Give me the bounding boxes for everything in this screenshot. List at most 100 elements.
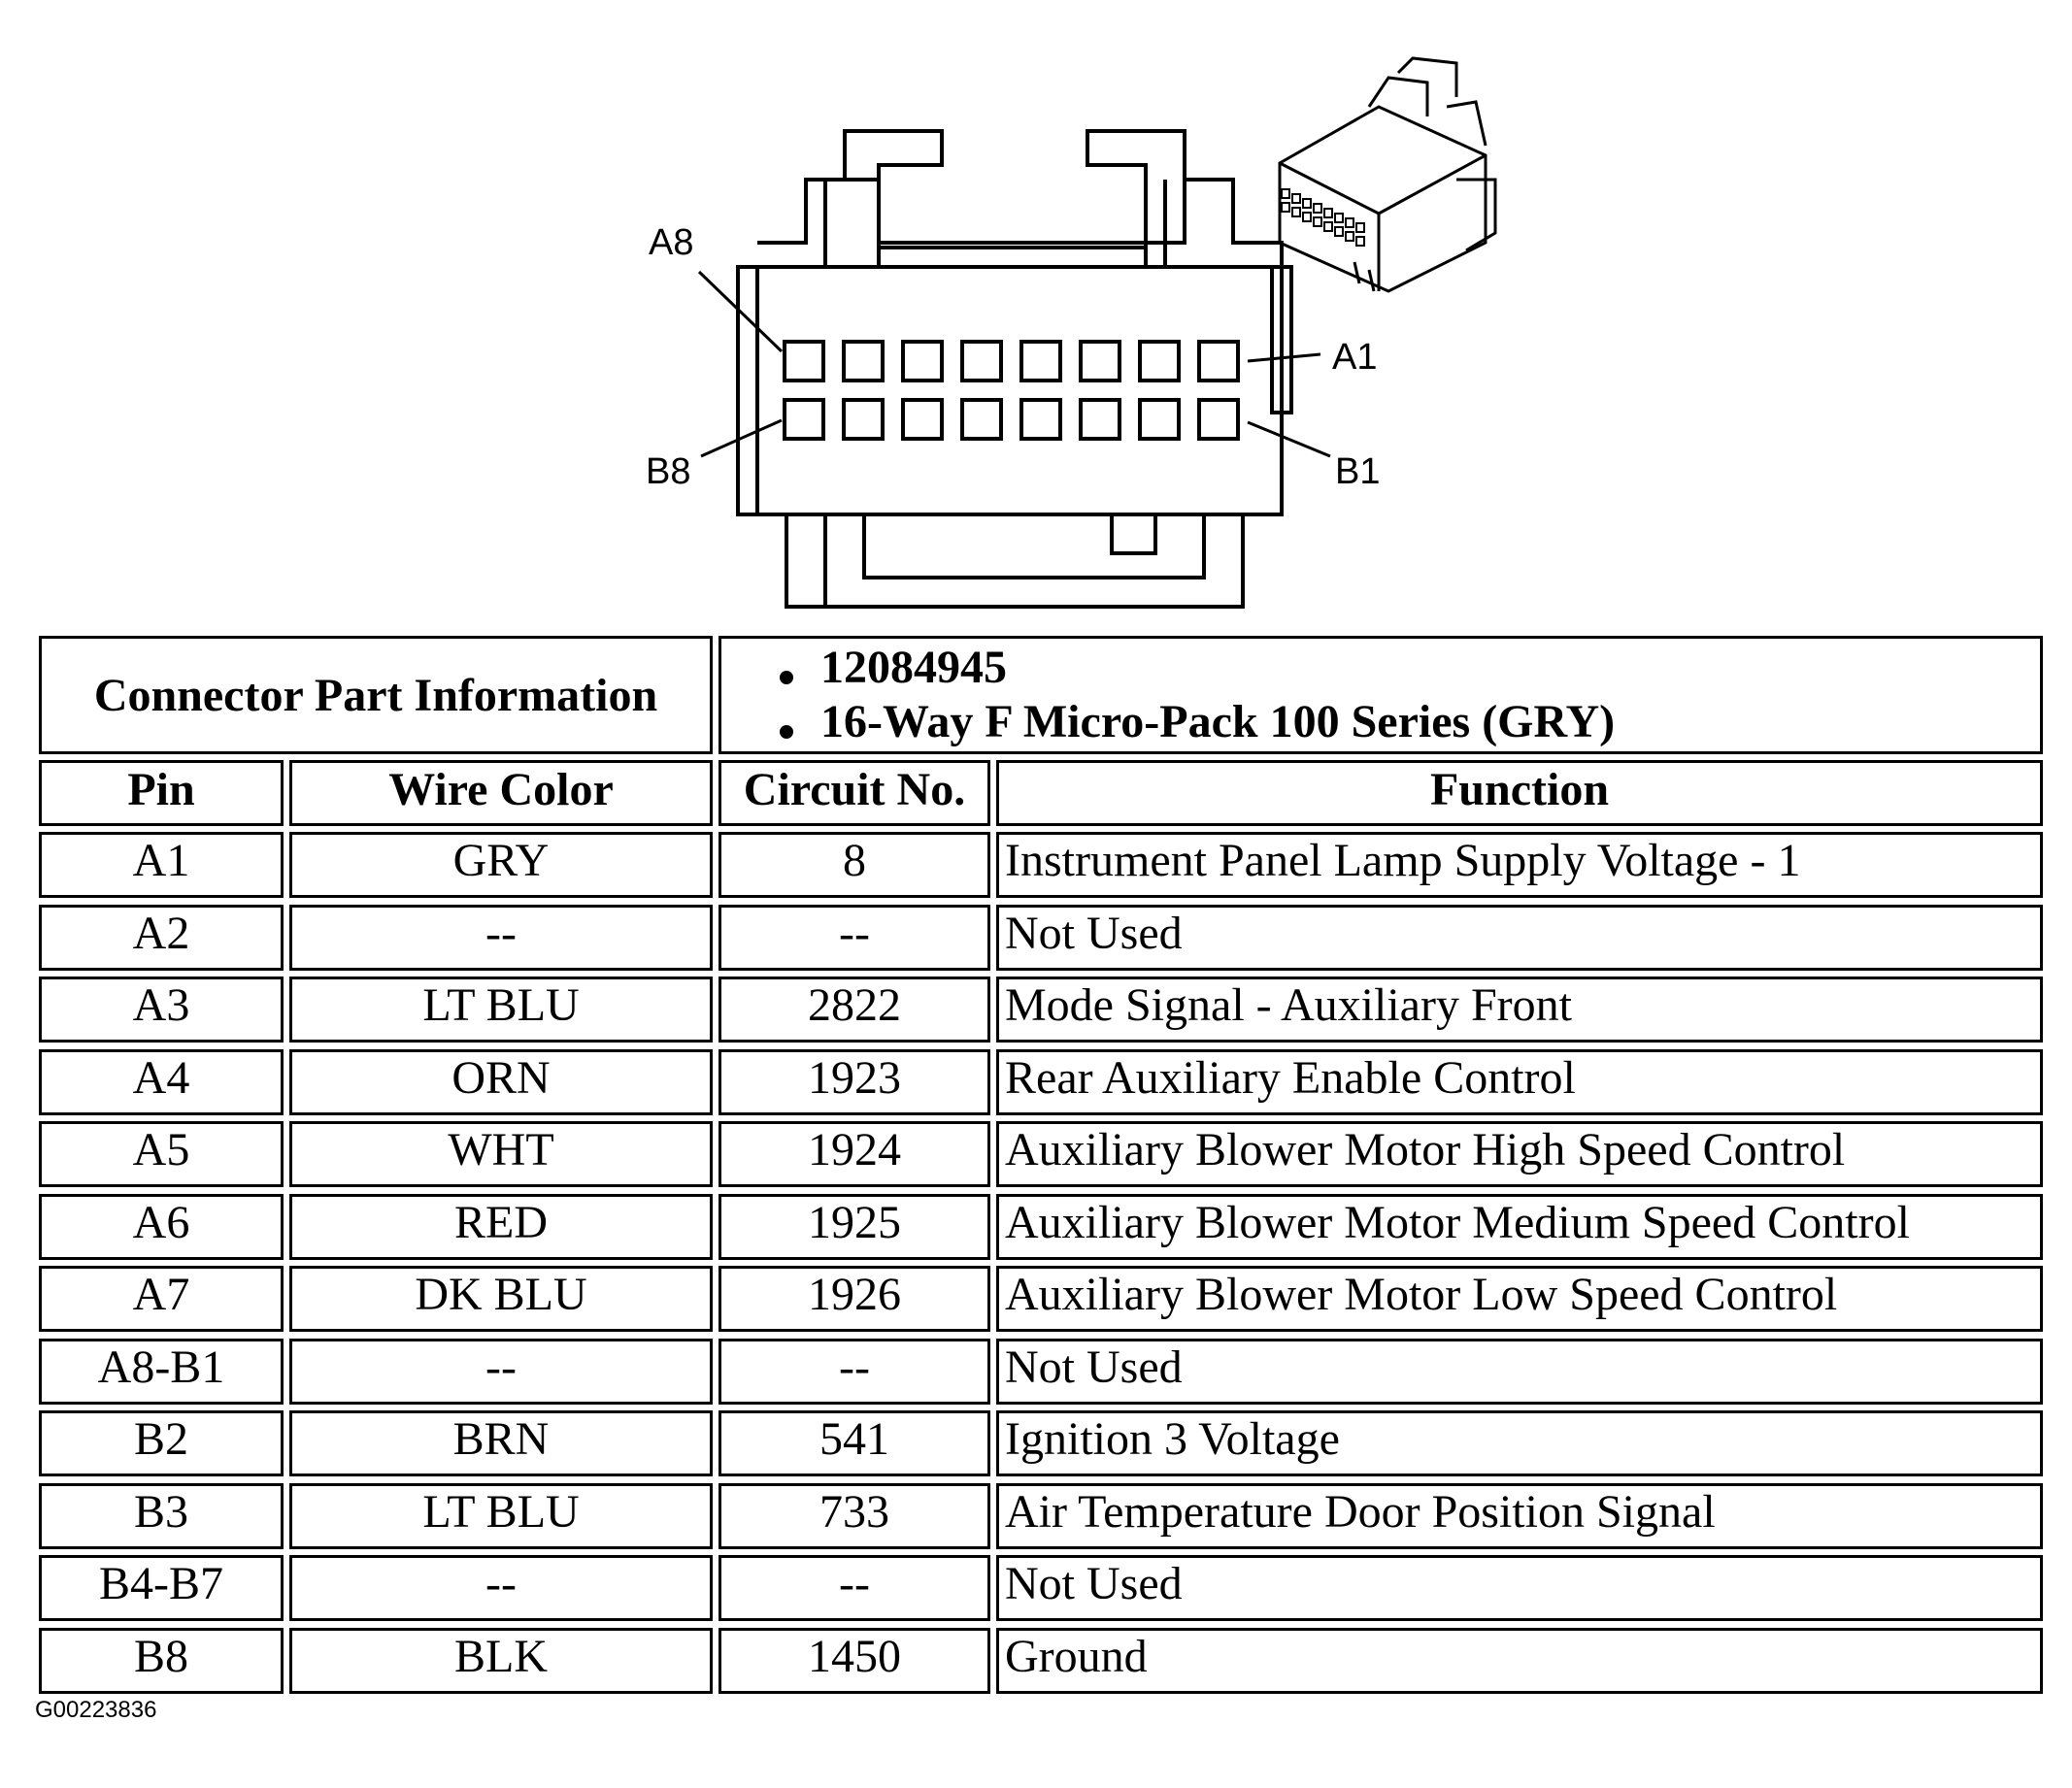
part-info-label: Connector Part Information — [39, 636, 713, 754]
cell-pin-text: B2 — [133, 1413, 188, 1465]
cell-function-text: Not Used — [1005, 1341, 1183, 1393]
part-number-line: 12084945 — [780, 641, 2040, 695]
cell-pin: A7 — [39, 1266, 284, 1332]
cell-function: Not Used — [996, 1339, 2043, 1405]
cavity-row-b — [1019, 398, 1062, 441]
cell-circuit: 1925 — [719, 1194, 990, 1260]
iso-cavity — [1313, 203, 1322, 214]
cell-pin-text: A1 — [132, 835, 190, 886]
connector-housing — [757, 178, 1284, 514]
part-info-label-text: Connector Part Information — [93, 669, 658, 721]
cavity-row-a — [1197, 340, 1240, 382]
cell-pin: A8-B1 — [39, 1339, 284, 1405]
cell-pin: A3 — [39, 977, 284, 1043]
cell-circuit-text: 1450 — [808, 1631, 901, 1682]
cell-function: Auxiliary Blower Motor Low Speed Control — [996, 1266, 2043, 1332]
cavity-row-a — [1079, 340, 1121, 382]
iso-cavity — [1334, 226, 1344, 237]
iso-cavity — [1291, 193, 1301, 204]
cell-circuit-text: -- — [839, 1341, 870, 1393]
header-pin-text: Pin — [127, 764, 195, 815]
cell-wire: DK BLU — [289, 1266, 713, 1332]
cavity-row-a — [960, 340, 1003, 382]
part-description-line: 16-Way F Micro-Pack 100 Series (GRY) — [780, 695, 2040, 749]
right-rail — [1270, 265, 1293, 414]
connector-diagram: A8 A1 B8 B1 — [646, 56, 1497, 609]
cell-circuit-text: 8 — [843, 835, 866, 886]
cell-circuit-text: -- — [839, 1558, 870, 1609]
part-number: 12084945 — [820, 642, 1007, 693]
cell-circuit: 1923 — [719, 1049, 990, 1115]
iso-cavity — [1291, 207, 1301, 217]
cell-wire: -- — [289, 1339, 713, 1405]
header-function: Function — [996, 760, 2043, 826]
cell-wire: LT BLU — [289, 1483, 713, 1549]
cell-pin-text: B4-B7 — [98, 1558, 223, 1609]
cell-function: Auxiliary Blower Motor Medium Speed Cont… — [996, 1194, 2043, 1260]
iso-cavity — [1323, 208, 1333, 218]
label-b8: B8 — [646, 451, 690, 492]
cell-pin: A2 — [39, 905, 284, 971]
cell-pin: B8 — [39, 1628, 284, 1694]
cell-wire-text: -- — [485, 1341, 517, 1393]
cell-pin-text: B3 — [133, 1486, 188, 1538]
cell-wire-text: BLK — [454, 1631, 548, 1682]
cell-function: Not Used — [996, 1555, 2043, 1621]
cell-function-text: Instrument Panel Lamp Supply Voltage - 1 — [1005, 835, 1801, 886]
cell-pin: A1 — [39, 832, 284, 898]
iso-cavity — [1345, 231, 1354, 242]
cell-pin-text: A3 — [132, 979, 190, 1031]
cell-circuit: -- — [719, 905, 990, 971]
cell-circuit: 1450 — [719, 1628, 990, 1694]
cell-wire: LT BLU — [289, 977, 713, 1043]
cell-circuit: 1926 — [719, 1266, 990, 1332]
cell-wire-text: BRN — [452, 1413, 550, 1465]
cell-wire: -- — [289, 905, 713, 971]
cell-pin-text: A4 — [132, 1052, 190, 1104]
cavity-row-a — [1138, 340, 1181, 382]
cell-pin: B3 — [39, 1483, 284, 1549]
cell-wire-text: DK BLU — [415, 1269, 587, 1320]
cell-circuit: 2822 — [719, 977, 990, 1043]
cell-function-text: Not Used — [1005, 1558, 1183, 1609]
cell-circuit: 541 — [719, 1410, 990, 1476]
cell-circuit-text: 1923 — [808, 1052, 901, 1104]
iso-cavity — [1313, 216, 1322, 227]
header-wire-text: Wire Color — [388, 764, 614, 815]
iso-cavity — [1345, 217, 1354, 228]
iso-cavity — [1302, 212, 1312, 222]
cell-wire: BLK — [289, 1628, 713, 1694]
cell-wire-text: ORN — [451, 1052, 551, 1104]
bullet-icon — [780, 724, 793, 739]
iso-cavity — [1355, 222, 1365, 233]
cell-wire: -- — [289, 1555, 713, 1621]
part-description: 16-Way F Micro-Pack 100 Series (GRY) — [820, 696, 1616, 747]
iso-cavity — [1355, 236, 1365, 247]
cell-pin: A4 — [39, 1049, 284, 1115]
cell-function: Air Temperature Door Position Signal — [996, 1483, 2043, 1549]
cell-pin: A5 — [39, 1121, 284, 1187]
cell-wire-text: WHT — [448, 1124, 554, 1175]
cavity-row-a — [783, 340, 825, 382]
cell-function-text: Rear Auxiliary Enable Control — [1005, 1052, 1576, 1104]
cell-function-text: Mode Signal - Auxiliary Front — [1005, 979, 1572, 1031]
cavity-row-b — [960, 398, 1003, 441]
b8-leader — [700, 418, 783, 458]
header-circuit: Circuit No. — [719, 760, 990, 826]
cell-function-text: Auxiliary Blower Motor High Speed Contro… — [1005, 1124, 1846, 1175]
cell-wire-text: -- — [485, 908, 517, 959]
cell-function: Rear Auxiliary Enable Control — [996, 1049, 2043, 1115]
bullet-icon — [780, 670, 793, 684]
cell-circuit: -- — [719, 1339, 990, 1405]
cell-wire: ORN — [289, 1049, 713, 1115]
bottom-lock — [785, 514, 1245, 609]
a8-leader — [697, 270, 784, 353]
cell-function: Instrument Panel Lamp Supply Voltage - 1 — [996, 832, 2043, 898]
connector-isometric-view — [1278, 56, 1497, 293]
header-circuit-text: Circuit No. — [743, 764, 966, 815]
a1-leader — [1247, 352, 1321, 363]
cell-pin-text: B8 — [133, 1631, 188, 1682]
right-latch — [1086, 129, 1186, 267]
cavity-row-a — [901, 340, 944, 382]
cell-circuit-text: 2822 — [808, 979, 901, 1031]
